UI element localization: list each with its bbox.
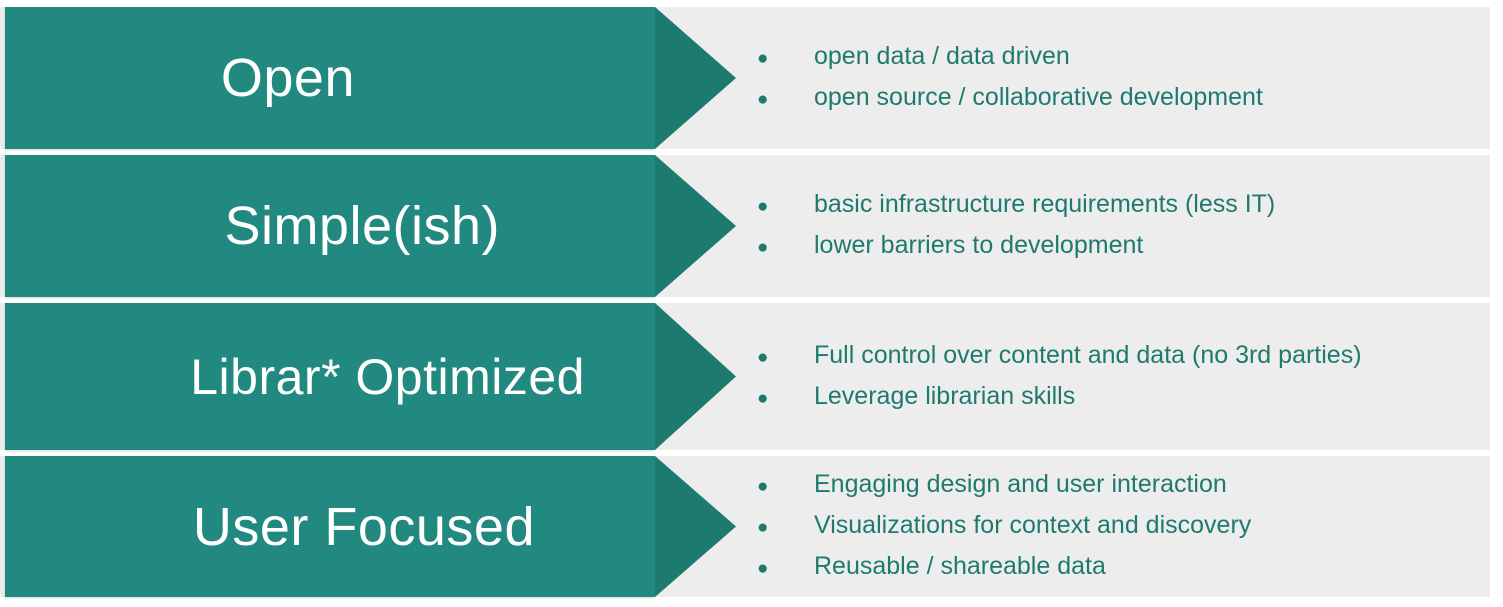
list-item-label: Reusable / shareable data — [814, 552, 1106, 580]
list-item: Visualizations for context and discovery — [757, 506, 1251, 547]
chevron-shape-simpleish: Simple(ish) — [5, 155, 736, 297]
diagram-row: Librar* Optimized Full control over cont… — [0, 303, 1503, 450]
list-item: lower barriers to development — [757, 226, 1275, 267]
list-item-label: Engaging design and user interaction — [814, 470, 1227, 498]
list-item-label: lower barriers to development — [814, 231, 1144, 259]
list-item: basic infrastructure requirements (less … — [757, 185, 1275, 226]
chevron-body — [5, 303, 655, 450]
list-item: open data / data driven — [757, 37, 1263, 78]
bullet-dot-icon — [757, 549, 814, 588]
diagram-row: Simple(ish) basic infrastructure require… — [0, 155, 1503, 297]
chevron-arrow-head-icon — [655, 7, 736, 149]
chevron-arrow-head-icon — [655, 303, 736, 450]
bullet-dot-icon — [757, 508, 814, 547]
chevron-label: Simple(ish) — [224, 196, 500, 256]
chevron-body — [5, 456, 655, 597]
list-item-label: Full control over content and data (no 3… — [814, 340, 1362, 369]
list-item: Engaging design and user interaction — [757, 465, 1251, 506]
chevron-shape-librar-optimized: Librar* Optimized — [5, 303, 736, 450]
bullet-list: Full control over content and data (no 3… — [757, 303, 1362, 450]
bullet-dot-icon — [757, 228, 814, 267]
chevron-body — [5, 7, 655, 149]
list-item: Leverage librarian skills — [757, 377, 1362, 418]
bullet-dot-icon — [757, 80, 814, 119]
bullet-list: open data / data driven open source / co… — [757, 7, 1263, 149]
chevron-label: Librar* Optimized — [190, 348, 585, 405]
chevron-label: User Focused — [192, 496, 535, 557]
bullet-dot-icon — [757, 467, 814, 506]
chevron-shape-open: Open — [5, 7, 736, 149]
list-item-label: Visualizations for context and discovery — [814, 511, 1252, 539]
list-item: open source / collaborative development — [757, 78, 1263, 119]
bullet-dot-icon — [757, 379, 814, 418]
bullet-dot-icon — [757, 39, 814, 78]
list-item-label: basic infrastructure requirements (less … — [814, 190, 1276, 218]
diagram-row: Open open data / data driven open source… — [0, 7, 1503, 149]
list-item-label: open source / collaborative development — [814, 83, 1263, 111]
chevron-body — [5, 155, 655, 297]
list-item-label: open data / data driven — [814, 42, 1070, 70]
list-item-label: Leverage librarian skills — [814, 381, 1076, 410]
chevron-arrow-head-icon — [655, 456, 736, 597]
diagram-row: User Focused Engaging design and user in… — [0, 456, 1503, 597]
bullet-dot-icon — [757, 187, 814, 226]
chevron-shape-user-focused: User Focused — [5, 456, 736, 597]
list-item: Reusable / shareable data — [757, 547, 1251, 588]
bullet-dot-icon — [757, 338, 814, 377]
list-item: Full control over content and data (no 3… — [757, 336, 1362, 377]
chevron-arrow-head-icon — [655, 155, 736, 297]
bullet-list: Engaging design and user interaction Vis… — [757, 456, 1251, 597]
bullet-list: basic infrastructure requirements (less … — [757, 155, 1275, 297]
chevron-label: Open — [220, 48, 355, 108]
